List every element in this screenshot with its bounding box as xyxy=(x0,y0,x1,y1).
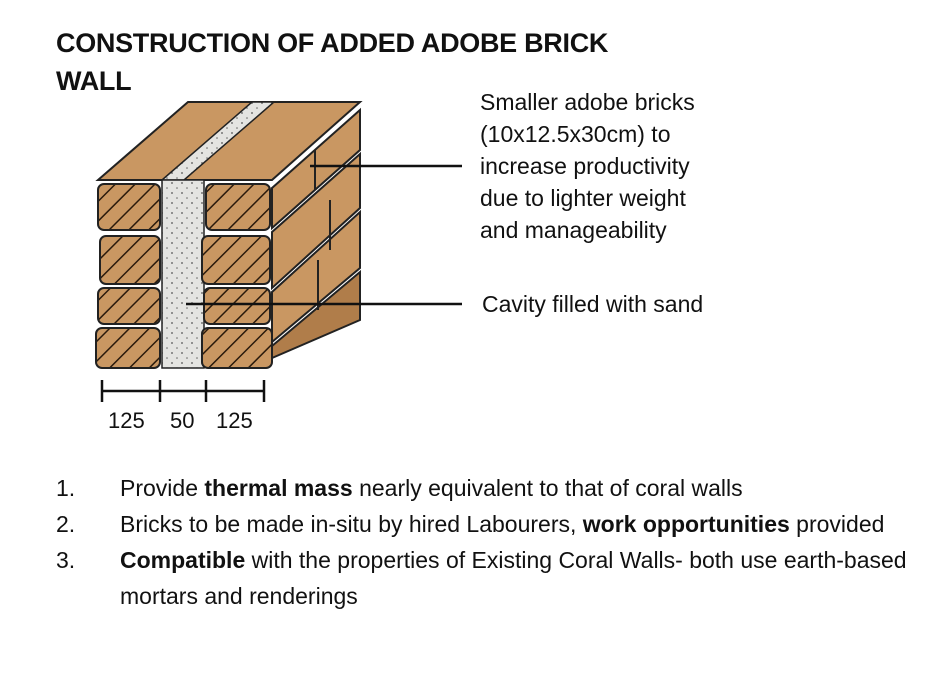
list-item: 3. Compatible with the properties of Exi… xyxy=(56,542,916,614)
wall-top-face xyxy=(95,101,363,181)
sand-cavity xyxy=(161,179,205,369)
cavity-callout: Cavity filled with sand xyxy=(482,291,704,317)
list-text-pre: Provide xyxy=(120,475,205,501)
dimension-right-leaf: 125 xyxy=(216,408,253,433)
bricks-callout-line-5: and manageability xyxy=(480,217,667,243)
list-text-post: with the properties of Existing Coral Wa… xyxy=(120,547,907,609)
right-brick-leaf xyxy=(201,183,273,369)
title-line-2: WALL xyxy=(56,66,132,96)
bricks-callout-line-4: due to lighter weight xyxy=(480,185,686,211)
list-text-bold: Compatible xyxy=(120,547,246,573)
dimension-cavity: 50 xyxy=(170,408,195,433)
left-brick-leaf xyxy=(95,183,161,369)
bricks-callout-line-3: increase productivity xyxy=(480,153,690,179)
list-text-pre: Bricks to be made in-situ by hired Labou… xyxy=(120,511,583,537)
bricks-callout-line-1: Smaller adobe bricks xyxy=(480,89,695,115)
list-item: 1. Provide thermal mass nearly equivalen… xyxy=(56,470,916,506)
list-number: 2. xyxy=(56,511,76,537)
page-title: CONSTRUCTION OF ADDED ADOBE BRICK WALL xyxy=(56,24,756,100)
title-line-1: CONSTRUCTION OF ADDED ADOBE BRICK xyxy=(56,28,609,58)
adobe-brick-wall-diagram xyxy=(95,101,462,402)
list-number: 1. xyxy=(56,475,76,501)
benefits-list: 1. Provide thermal mass nearly equivalen… xyxy=(56,470,916,614)
list-text-post: provided xyxy=(789,511,885,537)
dimension-line xyxy=(100,380,266,402)
list-text-post: nearly equivalent to that of coral walls xyxy=(352,475,743,501)
list-number: 3. xyxy=(56,547,76,573)
bricks-callout: Smaller adobe bricks (10x12.5x30cm) to i… xyxy=(480,86,800,246)
bricks-callout-line-2: (10x12.5x30cm) to xyxy=(480,121,671,147)
list-text-bold: thermal mass xyxy=(204,475,353,501)
list-text-bold: work opportunities xyxy=(582,511,790,537)
dimension-left-leaf: 125 xyxy=(108,408,145,433)
list-item: 2. Bricks to be made in-situ by hired La… xyxy=(56,506,916,542)
